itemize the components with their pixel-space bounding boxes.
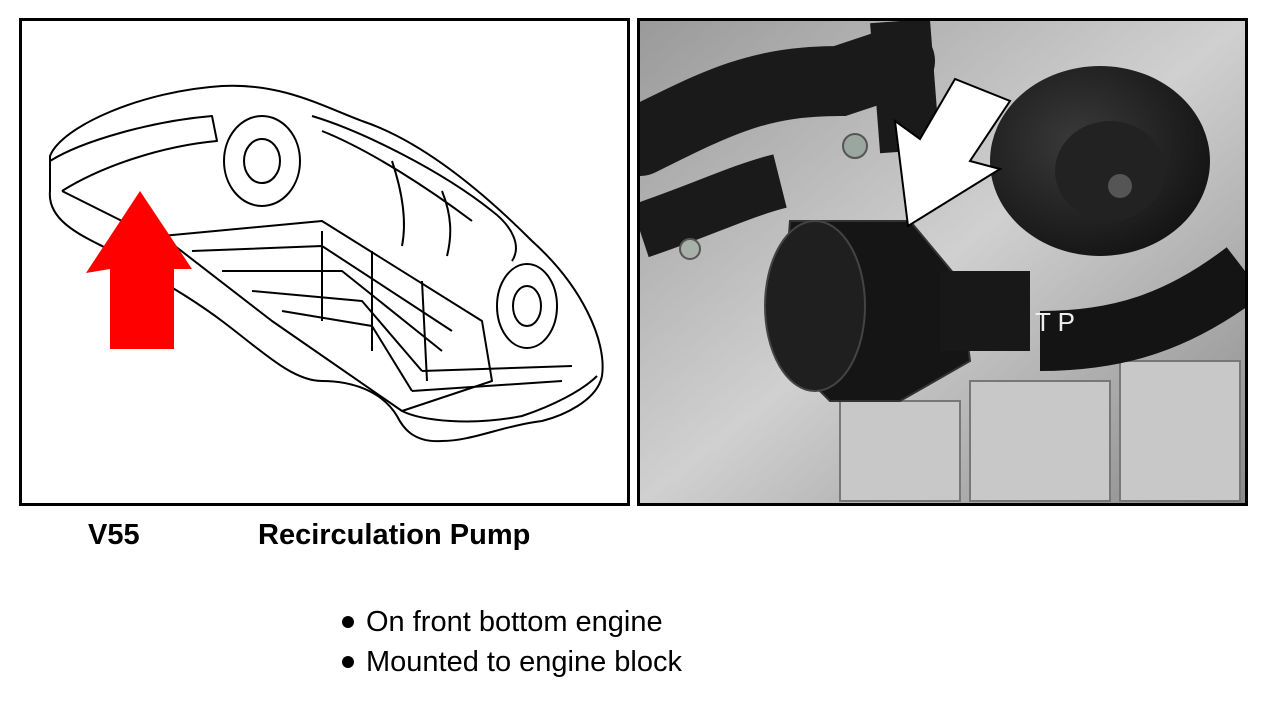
component-code: V55 bbox=[88, 519, 140, 551]
bullet-icon bbox=[342, 616, 354, 628]
component-title: Recirculation Pump bbox=[258, 519, 531, 551]
vehicle-diagram-panel bbox=[19, 18, 630, 506]
list-item: Mounted to engine block bbox=[342, 642, 682, 682]
location-notes: On front bottom engine Mounted to engine… bbox=[342, 602, 682, 682]
engine-bay-photo: T P bbox=[640, 21, 1245, 503]
vehicle-underside-drawing bbox=[48, 84, 604, 443]
list-item-text: Mounted to engine block bbox=[366, 646, 682, 678]
arrow-down-left-icon bbox=[893, 77, 1012, 228]
list-item: On front bottom engine bbox=[342, 602, 682, 642]
bullet-icon bbox=[342, 656, 354, 668]
list-item-text: On front bottom engine bbox=[366, 606, 663, 638]
engine-photo-panel: T P bbox=[637, 18, 1248, 506]
arrow-up-icon bbox=[86, 191, 192, 349]
svg-text:T P: T P bbox=[1035, 307, 1075, 337]
